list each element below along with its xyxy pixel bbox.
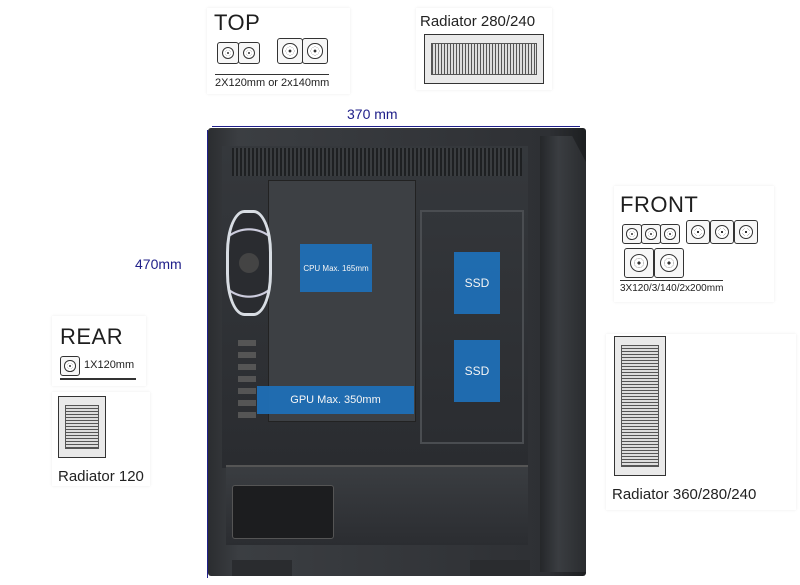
fan-icon bbox=[660, 224, 680, 244]
radiator-icon bbox=[424, 34, 544, 84]
expansion-slot bbox=[238, 388, 256, 394]
ssd-bay-2: SSD bbox=[454, 340, 500, 402]
fan-icon bbox=[654, 248, 684, 278]
drive-cage bbox=[420, 210, 524, 444]
rear-fan bbox=[226, 210, 272, 316]
psu-window bbox=[232, 485, 334, 539]
width-dimension-line bbox=[212, 126, 580, 127]
top-fan-caption: 2X120mm or 2x140mm bbox=[215, 74, 330, 89]
fan-icon bbox=[277, 38, 303, 64]
front-radiator-panel: Radiator 360/280/240 bbox=[606, 334, 796, 510]
expansion-slot bbox=[238, 352, 256, 358]
width-dimension: 370 mm bbox=[347, 106, 398, 122]
height-dimension-line bbox=[207, 130, 208, 578]
fan-icon bbox=[710, 220, 734, 244]
top-heading: TOP bbox=[214, 10, 261, 35]
motherboard-tray bbox=[268, 180, 416, 422]
cpu-clearance-label: CPU Max. 165mm bbox=[300, 244, 372, 292]
top-fan-panel: TOP 2X120mm or 2x140mm bbox=[207, 8, 350, 94]
case-foot bbox=[232, 560, 292, 576]
gpu-clearance-label: GPU Max. 350mm bbox=[257, 386, 414, 414]
fan-icon bbox=[60, 356, 80, 376]
expansion-slot bbox=[238, 400, 256, 406]
fan-icon bbox=[641, 224, 661, 244]
case-foot bbox=[470, 560, 530, 576]
front-bezel bbox=[540, 136, 586, 572]
rear-fan-panel: REAR 1X120mm bbox=[52, 316, 146, 386]
expansion-slot bbox=[238, 376, 256, 382]
rear-radiator-label: Radiator 120 bbox=[58, 468, 144, 485]
expansion-slot bbox=[238, 412, 256, 418]
height-dimension: 470mm bbox=[135, 256, 182, 272]
fan-icon bbox=[622, 224, 642, 244]
expansion-slot bbox=[238, 364, 256, 370]
fan-icon bbox=[302, 38, 328, 64]
rear-caption-underline bbox=[60, 378, 136, 380]
rear-heading: REAR bbox=[60, 324, 124, 349]
radiator-icon bbox=[614, 336, 666, 476]
fan-icon bbox=[624, 248, 654, 278]
front-radiator-label: Radiator 360/280/240 bbox=[612, 486, 757, 503]
top-radiator-label: Radiator 280/240 bbox=[420, 13, 536, 30]
rear-fan-caption: 1X120mm bbox=[84, 359, 135, 371]
fan-icon bbox=[686, 220, 710, 244]
front-fan-caption: 3X120/3/140/2x200mm bbox=[620, 280, 724, 294]
fan-icon bbox=[734, 220, 758, 244]
front-fan-panel: FRONT 3X120/3/140/2x200mm bbox=[614, 186, 774, 302]
fan-icon bbox=[238, 42, 260, 64]
fan-icon bbox=[217, 42, 239, 64]
expansion-slot bbox=[238, 340, 256, 346]
rear-radiator-panel: Radiator 120 bbox=[52, 392, 150, 486]
top-radiator-panel: Radiator 280/240 bbox=[416, 8, 552, 90]
top-mesh bbox=[232, 148, 522, 176]
ssd-bay-1: SSD bbox=[454, 252, 500, 314]
front-heading: FRONT bbox=[620, 192, 699, 217]
radiator-icon bbox=[58, 396, 106, 458]
